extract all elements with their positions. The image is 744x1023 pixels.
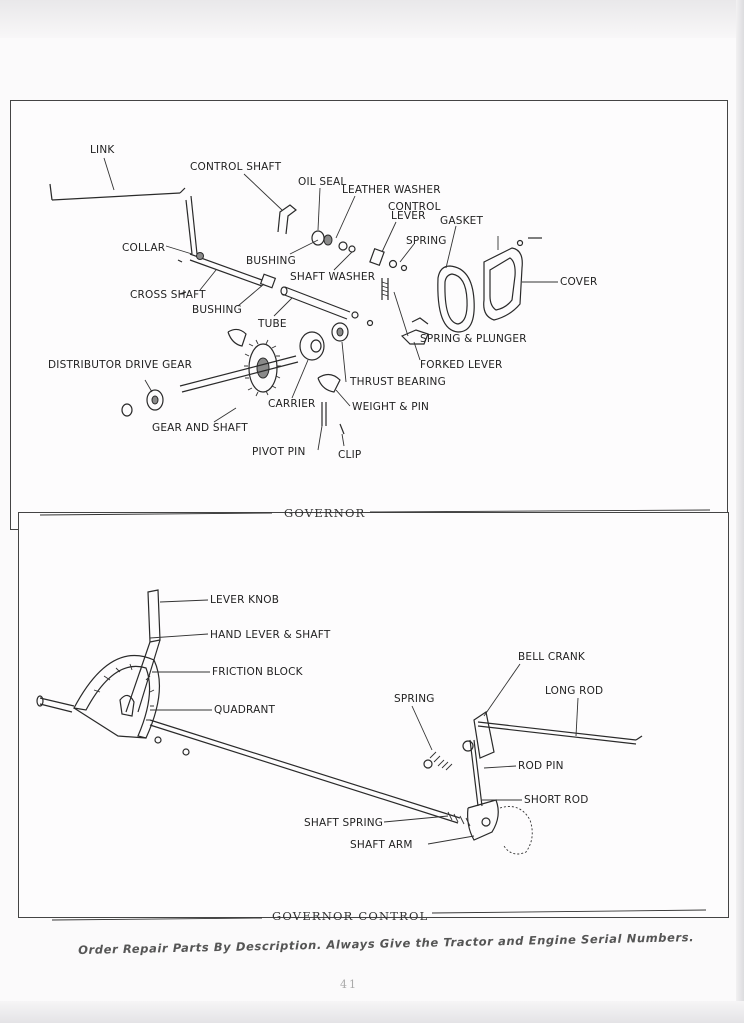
label-friction-block: FRICTION BLOCK [212,666,304,678]
label-spring-plunger: SPRING & PLUNGER [420,333,527,345]
page-number: 41 [340,978,358,991]
label-long-rod: LONG ROD [545,685,603,697]
governor-drawing: LINK CONTROL SHAFT OIL SEAL LEATHER WASH… [39,144,711,520]
label-clip: CLIP [338,449,361,461]
label-weight-pin: WEIGHT & PIN [352,401,429,413]
label-leather-washer: LEATHER WASHER [342,184,441,196]
label-cross-shaft: CROSS SHAFT [130,289,206,301]
label-spring-2: SPRING [394,693,435,705]
scan-edge-bottom [0,1001,744,1023]
label-rod-pin: ROD PIN [518,760,564,772]
label-tube: TUBE [257,318,287,330]
label-cover: COVER [560,276,598,288]
label-thrust-bearing: THRUST BEARING [349,376,446,388]
governor-panel [10,100,728,530]
label-carrier: CARRIER [268,398,316,410]
label-bell-crank: BELL CRANK [518,651,586,663]
governor-control-panel [18,512,729,918]
label-pivot-pin: PIVOT PIN [252,446,306,458]
label-control-shaft: CONTROL SHAFT [190,161,282,173]
label-spring: SPRING [406,235,447,247]
label-bushing-2: BUSHING [192,304,242,316]
label-shaft-washer: SHAFT WASHER [290,271,375,283]
label-collar: COLLAR [122,242,165,254]
label-shaft-spring: SHAFT SPRING [304,817,383,829]
label-shaft-arm: SHAFT ARM [350,839,413,851]
label-quadrant: QUADRANT [214,704,276,716]
governor-control-drawing: LEVER KNOB HAND LEVER & SHAFT FRICTION B… [36,589,707,923]
label-distributor-drive-gear: DISTRIBUTOR DRIVE GEAR [48,359,192,371]
label-oil-seal: OIL SEAL [298,176,346,188]
caption-governor-control: GOVERNOR CONTROL [272,909,428,923]
label-link: LINK [90,144,115,156]
label-forked-lever: FORKED LEVER [420,359,503,371]
label-bushing-1: BUSHING [246,255,296,267]
caption-governor: GOVERNOR [284,506,366,520]
scan-edge-right [736,0,744,1023]
label-lever-knob: LEVER KNOB [210,594,279,606]
label-short-rod: SHORT ROD [524,794,589,806]
label-gear-and-shaft: GEAR AND SHAFT [152,422,248,434]
label-gasket: GASKET [440,215,484,227]
scan-edge-top [0,0,744,38]
label-hand-lever-shaft: HAND LEVER & SHAFT [210,629,331,641]
